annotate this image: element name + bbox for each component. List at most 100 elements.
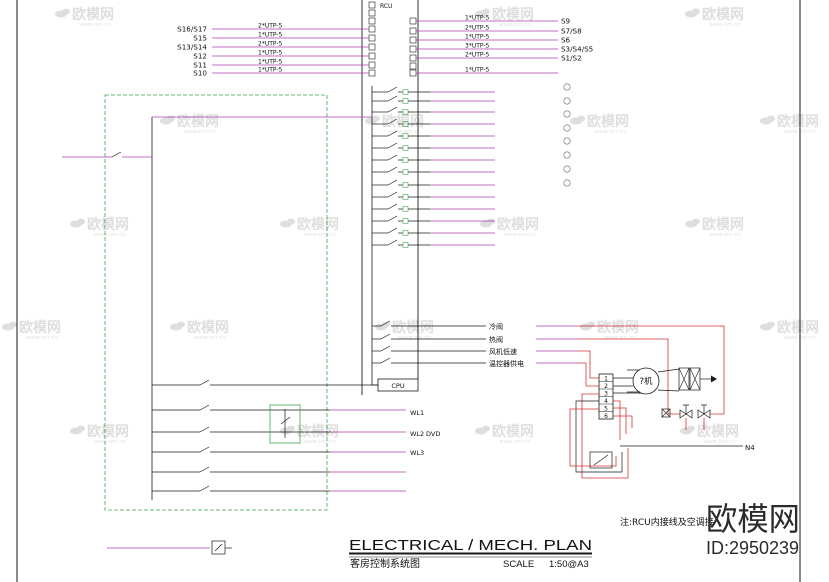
- watermark-logo-icon: [580, 323, 592, 331]
- watermark-logo-icon: [570, 117, 582, 125]
- watermark-logo-icon: [55, 10, 67, 18]
- watermark-brand: 欧模网: [702, 216, 744, 233]
- output-index-circle: [563, 165, 571, 173]
- cable-label: 2*UTP-5: [258, 41, 283, 48]
- hvac-relay-contact: [380, 320, 391, 327]
- relay-contact: [387, 142, 398, 149]
- aux-switch-contact: [214, 543, 223, 552]
- input-terminal-square: [368, 17, 376, 25]
- watermark-logo-icon: [177, 321, 185, 328]
- watermark-logo-icon: [760, 323, 772, 331]
- watermark-brand: 欧模网: [297, 216, 339, 233]
- watermark-logo-icon: [685, 220, 697, 228]
- watermark-brand: 欧模网: [382, 113, 424, 130]
- input-terminal-square: [368, 1, 376, 9]
- terminal-down-wire: [613, 415, 633, 428]
- control-panel-outline: [104, 94, 328, 511]
- watermark-url: www.om.cn: [604, 335, 636, 341]
- cable-label: 1*UTP-5: [465, 15, 490, 22]
- watermark-brand: 欧模网: [177, 113, 219, 130]
- scale-label: SCALE: [503, 559, 534, 570]
- cable-label: 1*UTP-5: [258, 67, 283, 74]
- watermark-url: www.om.cn: [704, 439, 736, 445]
- contactor-box: [269, 404, 301, 444]
- wiring-layer: [16, 0, 801, 582]
- cable-label: 1*UTP-5: [465, 34, 490, 41]
- watermark-logo-icon: [760, 117, 772, 125]
- watermark-brand: 欧模网: [87, 423, 129, 440]
- watermark-url: www.om.cn: [594, 129, 626, 135]
- watermark-url: www.om.cn: [184, 129, 216, 135]
- switch-label: S3/S4/S5: [561, 45, 593, 54]
- watermark-brand: 欧模网: [492, 6, 534, 23]
- thermostat-contact: [593, 454, 609, 466]
- cable-label: 2*UTP-5: [258, 23, 283, 30]
- circuit-label: WL3: [410, 449, 424, 457]
- relay-contact: [387, 130, 398, 137]
- terminal-number: 3: [604, 391, 608, 398]
- thermostat-loop: [569, 408, 617, 467]
- coil-section-cross: [678, 367, 690, 391]
- input-terminal-square: [409, 45, 417, 53]
- output-index-circle: [563, 83, 571, 91]
- breaker-contact: [199, 426, 210, 433]
- relay-coil: [402, 230, 409, 236]
- corner-watermark: 欧模网 ID:2950239: [706, 500, 800, 558]
- input-terminal-square: [409, 62, 417, 70]
- watermark-brand: 欧模网: [597, 319, 639, 336]
- output-index-circle: [563, 124, 571, 132]
- breaker-contact: [199, 379, 210, 386]
- switch-label: S7/S8: [561, 27, 582, 36]
- thermostat-supply-wire: [578, 362, 599, 387]
- relay-contact: [387, 191, 398, 198]
- watermark-logo-icon: [70, 427, 82, 435]
- watermark-url: www.om.cn: [709, 22, 741, 28]
- watermark-logo-icon: [375, 323, 387, 331]
- watermark-brand: 欧模网: [19, 319, 61, 336]
- circuit-note: DVD: [426, 430, 440, 438]
- relay-contact: [387, 239, 398, 246]
- aux-switch-box: [211, 540, 226, 555]
- watermark-url: www.om.cn: [304, 232, 336, 238]
- watermark-layer: 欧模网www.om.cn欧模网www.om.cn欧模网www.om.cn欧模网w…: [2, 6, 819, 445]
- watermark-brand: 欧模网: [297, 423, 339, 440]
- coil-section-cross: [689, 367, 701, 391]
- watermark-url: www.om.cn: [499, 22, 531, 28]
- input-terminal-square: [368, 61, 376, 69]
- input-terminal-square: [409, 69, 417, 77]
- fan-label: ?机: [639, 376, 653, 387]
- watermark-logo-icon: [77, 218, 85, 225]
- cpu-label: CPU: [391, 382, 404, 390]
- watermark-logo-icon: [587, 321, 595, 328]
- watermark-logo-icon: [480, 220, 492, 228]
- cold-valve-wire: [578, 325, 725, 415]
- hot-valve-wire: [578, 338, 680, 415]
- relay-contact: [387, 95, 398, 102]
- hvac-relay-contact: [380, 357, 391, 364]
- watermark-logo-icon: [9, 321, 17, 328]
- switch-label: S10: [193, 69, 207, 78]
- terminal-down-wire: [613, 400, 621, 440]
- relay-contact: [387, 86, 398, 93]
- relay-coil: [402, 194, 409, 200]
- cable-label: 2*UTP-5: [465, 25, 490, 32]
- output-index-circle: [563, 151, 571, 159]
- drawing-note: 注:RCU内接线及空调接: [620, 516, 714, 528]
- watermark-logo-icon: [687, 425, 695, 432]
- fan-outlet: [657, 368, 680, 392]
- hvac-output-label: 热阀: [489, 335, 503, 344]
- watermark-brand: 欧模网: [87, 216, 129, 233]
- fan-housing: [627, 369, 640, 393]
- thermostat-loop: [575, 400, 623, 473]
- input-terminal-square: [368, 52, 376, 60]
- circuit-label: WL1: [410, 409, 424, 417]
